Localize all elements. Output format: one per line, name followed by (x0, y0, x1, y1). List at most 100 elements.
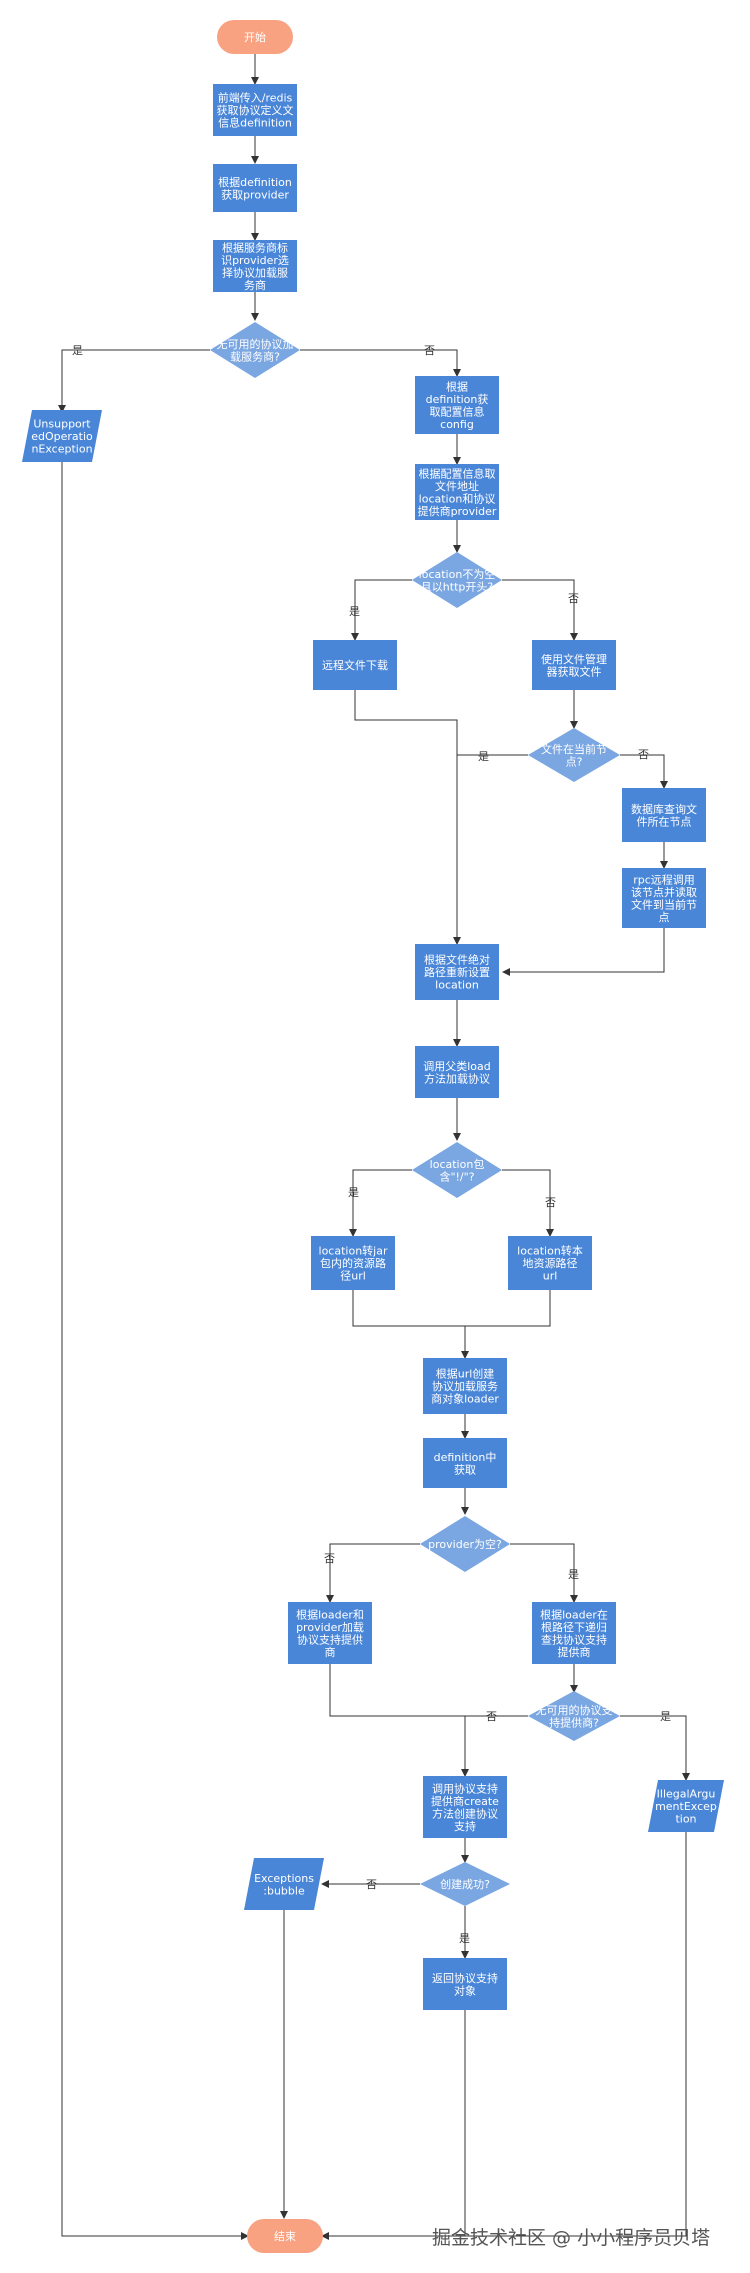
node-reset-location-line: 根据文件绝对 (424, 953, 490, 967)
node-get-config-line: 根据 (446, 379, 468, 393)
node-has-supporter-shape (528, 1691, 620, 1741)
node-select-service-line: 务商 (244, 278, 266, 292)
node-provider-empty-line: provider为空? (428, 1537, 502, 1551)
node-to-local-url-line: url (543, 1270, 558, 1283)
node-unsupported-ex-line: nException (31, 443, 92, 456)
node-file-on-node-shape (528, 728, 620, 782)
node-rpc-copy-shape (622, 868, 706, 928)
node-get-definition-line: 信息definition (218, 116, 292, 130)
node-start-line: 开始 (244, 30, 266, 44)
node-read-location-line: 根据配置信息取 (419, 466, 496, 480)
node-rpc-copy-line: 文件到当前节 (631, 897, 697, 911)
node-scan-all-line: 根路径下递归 (541, 1620, 607, 1634)
node-has-supporter-line: 持提供商? (549, 1715, 599, 1729)
node-illegal-ex-line: IllegalArgu (657, 1788, 716, 1801)
label-contains-yes: 是 (348, 1186, 359, 1199)
node-db-query-line: 数据库查询文 (631, 802, 697, 816)
node-reset-location-line: 路径重新设置 (424, 965, 490, 979)
node-call-load-shape (415, 1046, 499, 1098)
node-get-provider-shape (213, 164, 297, 212)
node-create-ok: 创建成功? (420, 1862, 510, 1906)
node-is-http-line: 且以http开头? (421, 580, 494, 593)
node-is-http-line: location不为空 (419, 567, 496, 581)
node-file-on-node-line: 文件在当前节 (541, 742, 607, 756)
edge-has-service-no (300, 349, 461, 377)
node-bubble-ex-shape (244, 1858, 324, 1910)
node-get-from-definition-line: definition中 (434, 1451, 497, 1464)
node-unsupported-ex-line: edOperatio (31, 430, 93, 443)
node-get-definition-line: 获取协议定义文 (217, 103, 294, 117)
node-get-definition-shape (213, 84, 297, 136)
edge-rpc-to-reset (502, 928, 665, 976)
node-contains-bang-line: 含"!/"? (439, 1169, 474, 1183)
edge-has-service-yes (58, 349, 210, 413)
node-create-support-shape (423, 1776, 507, 1838)
node-create-loader-line: 协议加载服务 (432, 1379, 498, 1393)
node-get-provider-line: 根据definition (218, 175, 292, 189)
node-rpc-copy-line: 点 (659, 911, 670, 924)
edge-contains-yes (349, 1169, 412, 1237)
node-provider-empty: provider为空? (420, 1516, 510, 1572)
node-has-supporter-line: 无可用的协议支 (536, 1703, 613, 1717)
node-bubble-ex-line: :bubble (263, 1884, 305, 1897)
node-illegal-ex-line: mentExcep (655, 1800, 717, 1813)
node-to-local-url-line: location转本 (517, 1244, 583, 1258)
node-read-location-shape (415, 464, 499, 520)
node-get-config-line: config (440, 418, 474, 431)
edge-empty-yes (510, 1543, 578, 1603)
node-to-jar-url-line: 径url (340, 1270, 366, 1283)
node-file-manager-line: 使用文件管理 (541, 652, 607, 666)
node-has-service-line: 载服务商? (230, 349, 280, 363)
node-unsupported-ex-shape (22, 410, 102, 462)
node-end: 结束 (247, 2219, 323, 2253)
node-scan-all-line: 根据loader在 (540, 1607, 608, 1621)
edge-contains-no (502, 1169, 554, 1237)
node-contains-bang-line: location包 (430, 1158, 485, 1171)
edge-lookup-to-create (329, 1664, 469, 1777)
edge-empty-no (326, 1543, 420, 1603)
label-has-supporter-no: 否 (486, 1710, 497, 1723)
node-file-manager-line: 器获取文件 (547, 664, 602, 678)
node-end-shape (247, 2219, 323, 2253)
node-to-jar-url-line: 包内的资源路 (320, 1256, 386, 1270)
node-call-load-line: 方法加载协议 (424, 1071, 490, 1085)
node-end-line: 结束 (274, 2230, 296, 2243)
node-get-config-line: definition获 (426, 393, 489, 406)
node-return-support-shape (423, 1958, 507, 2010)
node-create-support-line: 调用协议支持 (432, 1781, 498, 1795)
node-provider-lookup-line: provider加载 (296, 1621, 364, 1634)
node-get-provider-line: 获取provider (221, 188, 289, 201)
label-on-node-yes: 是 (478, 750, 489, 763)
node-to-local-url-line: 地资源路径 (523, 1256, 578, 1270)
node-file-manager-shape (532, 640, 616, 690)
node-rpc-copy-line: 该节点并读取 (631, 885, 697, 899)
label-empty-yes: 是 (568, 1568, 579, 1581)
edge-is-http-no (502, 579, 578, 641)
label-is-http-yes: 是 (349, 605, 360, 618)
edge-download-to-reset (354, 690, 461, 945)
node-return-support-line: 对象 (454, 1983, 476, 1997)
node-get-config-line: 取配置信息 (430, 404, 485, 418)
node-call-load-line: 调用父类load (423, 1059, 491, 1073)
node-create-support-line: 支持 (454, 1819, 476, 1833)
node-is-http-shape (412, 552, 502, 608)
node-select-service-line: 择协议加载服 (222, 265, 288, 279)
node-start: 开始 (217, 20, 293, 54)
node-select-service-line: 识provider选 (221, 254, 289, 267)
edge-has-supporter-yes (620, 1715, 690, 1781)
